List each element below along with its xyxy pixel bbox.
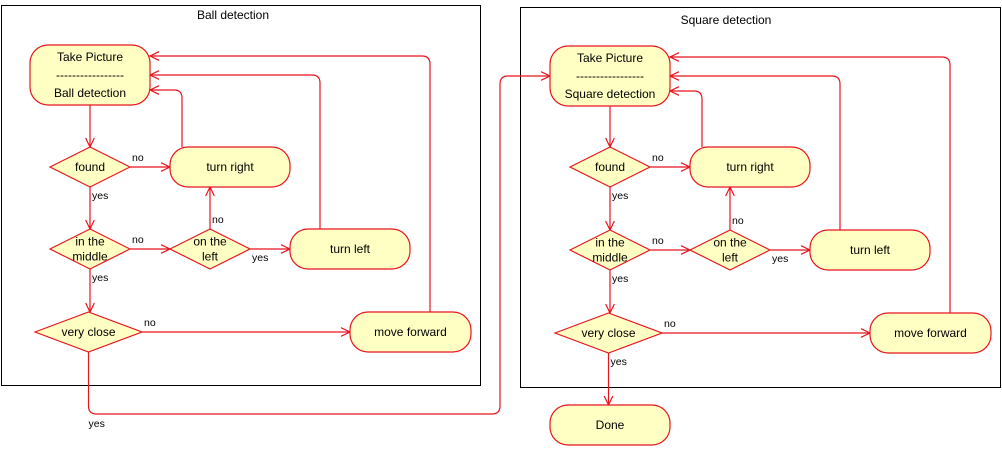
node-label: left: [202, 250, 219, 264]
node-label: left: [722, 251, 739, 265]
node-label: in the: [595, 236, 625, 250]
action-box: [349, 311, 472, 353]
node-label: on the: [193, 235, 227, 249]
edges: no yes no yes no yes no no yes no yes no yes no yes yes: [85, 51, 951, 430]
edge-label: no: [732, 215, 744, 227]
edge-label: no: [664, 318, 676, 330]
edge-label: yes: [92, 190, 108, 202]
nodes: Take Picture ----------------- Ball detect…: [29, 44, 992, 446]
node-label: Take Picture: [577, 51, 643, 65]
edge-label: yes: [92, 272, 108, 284]
decision-diamond: [688, 229, 772, 271]
node-sq-very-close: very close: [553, 312, 664, 354]
edge-turnleft-takepicture: [670, 75, 841, 230]
action-box: [809, 229, 931, 271]
action-box: [549, 45, 671, 107]
node-ball-turn-left: turn left: [289, 228, 411, 270]
node-label: in the: [75, 235, 105, 249]
action-box: [869, 312, 992, 354]
action-box: [549, 404, 671, 446]
node-label: turn left: [850, 243, 891, 257]
node-sq-found: found: [568, 146, 652, 188]
edge-label: yes: [611, 356, 627, 368]
decision-diamond: [48, 228, 132, 270]
node-label: move forward: [374, 325, 447, 339]
decision-diamond: [568, 229, 652, 271]
node-ball-turn-right: turn right: [169, 146, 291, 188]
edge-label: yes: [772, 253, 788, 265]
edge-moveforward-takepicture: [150, 55, 431, 312]
edge-label: yes: [252, 252, 268, 264]
action-box: [689, 146, 811, 188]
node-label: Done: [596, 418, 625, 432]
node-label: -----------------: [576, 69, 644, 83]
frame-border: [520, 7, 1001, 388]
node-label: turn right: [206, 160, 254, 174]
node-label: Square detection: [565, 87, 656, 101]
edge-ball-to-square: [87, 75, 550, 415]
frame-border: [1, 5, 481, 386]
decision-diamond: [553, 312, 664, 354]
decision-diamond: [33, 311, 144, 353]
node-ball-found: found: [48, 146, 132, 188]
action-box: [169, 146, 291, 188]
node-label: very close: [61, 325, 115, 339]
edge-label: yes: [612, 190, 628, 202]
node-label: Take Picture: [57, 50, 123, 64]
node-label: turn right: [726, 160, 774, 174]
node-label: turn left: [330, 242, 371, 256]
node-done: Done: [549, 404, 671, 446]
frame-title: Square detection: [681, 13, 772, 27]
edge-label: no: [132, 152, 144, 164]
frame-square: Square detection: [520, 7, 1001, 388]
action-box: [289, 228, 411, 270]
frame-ball: Ball detection: [1, 5, 481, 386]
node-label: -----------------: [56, 68, 124, 82]
node-label: on the: [713, 236, 747, 250]
node-ball-take-picture: Take Picture ----------------- Ball detect…: [29, 44, 151, 106]
node-label: middle: [72, 250, 108, 264]
node-label: found: [75, 160, 105, 174]
node-ball-move-forward: move forward: [349, 311, 472, 353]
edge-moveforward-takepicture: [670, 56, 951, 313]
edge-label: yes: [612, 273, 628, 285]
arrowhead: [668, 52, 680, 62]
edge-label: no: [652, 152, 664, 164]
node-label: middle: [592, 251, 628, 265]
edge-label: no: [144, 317, 156, 329]
edge-label: no: [212, 214, 224, 226]
decision-diamond: [568, 146, 652, 188]
node-label: very close: [581, 326, 635, 340]
node-sq-turn-right: turn right: [689, 146, 811, 188]
edge-label: yes: [89, 418, 105, 430]
frame-title: Ball detection: [197, 8, 269, 22]
node-label: Ball detection: [54, 86, 126, 100]
node-sq-turn-left: turn left: [809, 229, 931, 271]
node-label: found: [595, 160, 625, 174]
node-sq-move-forward: move forward: [869, 312, 992, 354]
edge-turnright-takepicture: [150, 89, 183, 147]
decision-diamond: [48, 146, 132, 188]
edge-label: no: [652, 235, 664, 247]
edge-turnleft-takepicture: [150, 74, 321, 229]
action-box: [29, 44, 151, 106]
node-sq-take-picture: Take Picture ----------------- Square dete…: [549, 45, 671, 107]
node-label: move forward: [894, 326, 967, 340]
node-ball-very-close: very close: [33, 311, 144, 353]
decision-diamond: [168, 228, 252, 270]
edge-label: no: [132, 234, 144, 246]
arrowhead: [148, 51, 160, 61]
edge-turnright-takepicture: [670, 90, 703, 147]
